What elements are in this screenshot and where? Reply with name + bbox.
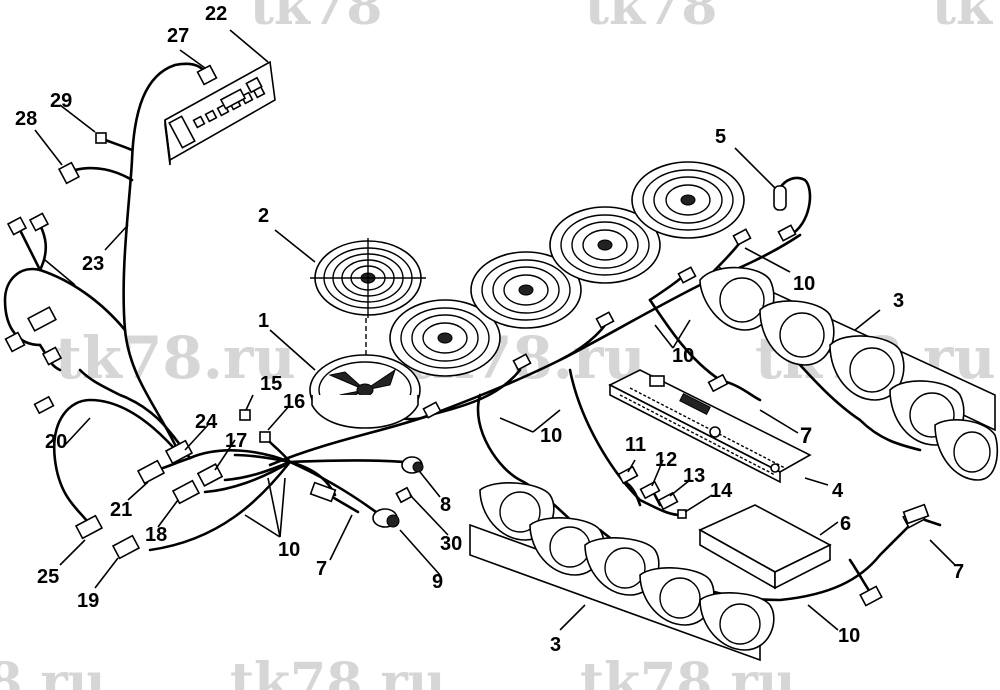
- connector-27: [57, 161, 81, 185]
- sensor-8: [401, 456, 424, 474]
- callout-3-top: 3: [893, 290, 904, 312]
- sensor-7-right: [902, 503, 942, 527]
- callout-11: 11: [625, 434, 646, 456]
- callout-14: 14: [710, 480, 733, 502]
- connector-top-b: [777, 224, 797, 242]
- watermark-top-1: tk78: [250, 0, 382, 37]
- callout-25: 25: [37, 566, 59, 588]
- fan-grille-b: [470, 251, 582, 329]
- connector-top-c: [677, 266, 697, 284]
- callout-5: 5: [715, 126, 726, 148]
- connector-21: [136, 459, 166, 485]
- sensor-9: [372, 508, 400, 528]
- connector-14: [677, 509, 687, 519]
- connector-20: [33, 395, 55, 415]
- connector-18: [171, 479, 201, 505]
- callout-9: 9: [432, 571, 443, 593]
- connector-16: [259, 431, 271, 443]
- callout-10-left: 10: [278, 539, 300, 561]
- callout-1: 1: [258, 310, 269, 332]
- connector-right-b: [859, 585, 883, 607]
- leader-lines: [34, 29, 956, 631]
- callout-7-board: 7: [800, 423, 812, 448]
- watermark-bottom-3: tk78.ru: [580, 652, 796, 690]
- callout-10-center: 10: [540, 425, 562, 447]
- connector-28: [95, 132, 107, 144]
- connector-19: [111, 534, 141, 560]
- callout-8: 8: [440, 494, 451, 516]
- watermark-top-2: tk78: [585, 0, 717, 37]
- callouts: 22 27 29 28 23 2 1 5 10 3 10 10 7 4 6 7 …: [15, 3, 964, 656]
- callout-19: 19: [77, 590, 99, 612]
- fan-grille-2: [310, 238, 426, 318]
- connector-top-d: [595, 311, 615, 329]
- connector-30c: [27, 306, 57, 332]
- connector-15: [239, 409, 251, 421]
- control-board-4: [608, 369, 812, 484]
- blower-assembly-3-bottom: [469, 482, 775, 662]
- callout-7-left: 7: [316, 558, 327, 580]
- connector-board: [707, 373, 729, 393]
- sensor-7-left: [309, 481, 360, 514]
- callout-10-mid: 10: [672, 345, 694, 367]
- sensors: [309, 185, 942, 528]
- callout-6: 6: [840, 513, 851, 535]
- connector-top-e: [512, 353, 532, 371]
- watermark-top-3: tk78: [932, 0, 1000, 37]
- callout-16: 16: [283, 391, 305, 413]
- connector-17: [196, 463, 224, 487]
- callout-23: 23: [82, 253, 104, 275]
- connector-top-f: [422, 401, 442, 419]
- connector-12: [639, 480, 661, 500]
- callout-28: 29: [50, 90, 72, 112]
- connector-top-a: [732, 228, 752, 246]
- watermark-bottom-2: tk78.ru: [230, 652, 446, 690]
- callout-3-bottom: 3: [550, 634, 561, 656]
- callout-12: 12: [655, 449, 677, 471]
- callout-27: 28: [15, 108, 37, 130]
- callout-10-right: 10: [838, 625, 860, 647]
- fan-grille-a: [389, 299, 501, 377]
- callout-20: 20: [45, 431, 67, 453]
- callout-15: 15: [260, 373, 282, 395]
- connector-30d: [4, 331, 26, 353]
- callout-22: 22: [205, 3, 227, 25]
- connectors: [4, 64, 926, 607]
- connector-25: [74, 514, 104, 540]
- fan-1: [309, 318, 421, 429]
- blower-assembly-3-top: [699, 266, 999, 481]
- connector-29: [395, 486, 413, 504]
- callout-10-top: 10: [793, 273, 815, 295]
- callout-24: 24: [195, 411, 218, 433]
- connector-30a: [6, 216, 28, 236]
- fan-grille-c: [549, 206, 661, 284]
- watermark-bottom-1: tk78.ru: [0, 652, 106, 690]
- callout-26: 27: [167, 25, 189, 47]
- callout-17: 17: [225, 430, 247, 452]
- callout-4: 4: [832, 480, 844, 502]
- connector-13: [657, 491, 679, 511]
- fan-grille-d: [631, 161, 745, 239]
- connector-30e: [41, 346, 63, 366]
- connector-30b: [28, 212, 50, 232]
- fan-grilles: [310, 161, 745, 377]
- callout-7-right: 7: [953, 561, 964, 583]
- callout-2: 2: [258, 205, 269, 227]
- callout-29: 30: [440, 533, 462, 555]
- sensor-5: [773, 185, 787, 211]
- control-panel-22: [164, 60, 276, 166]
- connector-11: [617, 465, 639, 485]
- panel-buttons: [192, 76, 266, 129]
- connector-26: [196, 64, 218, 86]
- callout-13: 13: [683, 465, 705, 487]
- module-6: [698, 504, 832, 590]
- callout-18: 18: [145, 524, 167, 546]
- callout-21: 21: [110, 499, 132, 521]
